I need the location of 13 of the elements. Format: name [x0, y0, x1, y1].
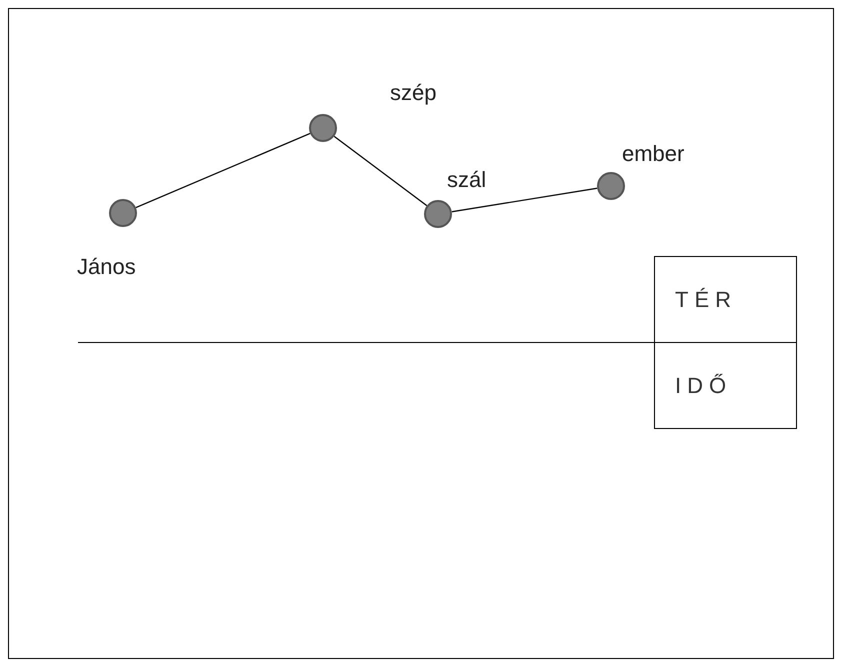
connector-line: [136, 132, 310, 208]
text-box: IDŐ: [654, 342, 797, 429]
circle-node: [597, 172, 625, 200]
text-box: TÉR: [654, 256, 797, 343]
connector-line: [334, 136, 428, 206]
circle-node: [309, 114, 337, 142]
node-label: szál: [447, 167, 486, 193]
circle-node: [424, 200, 452, 228]
node-label: János: [77, 254, 136, 280]
circle-node: [109, 199, 137, 227]
connector-line: [452, 188, 598, 212]
node-label: szép: [390, 80, 436, 106]
node-label: ember: [622, 141, 684, 167]
